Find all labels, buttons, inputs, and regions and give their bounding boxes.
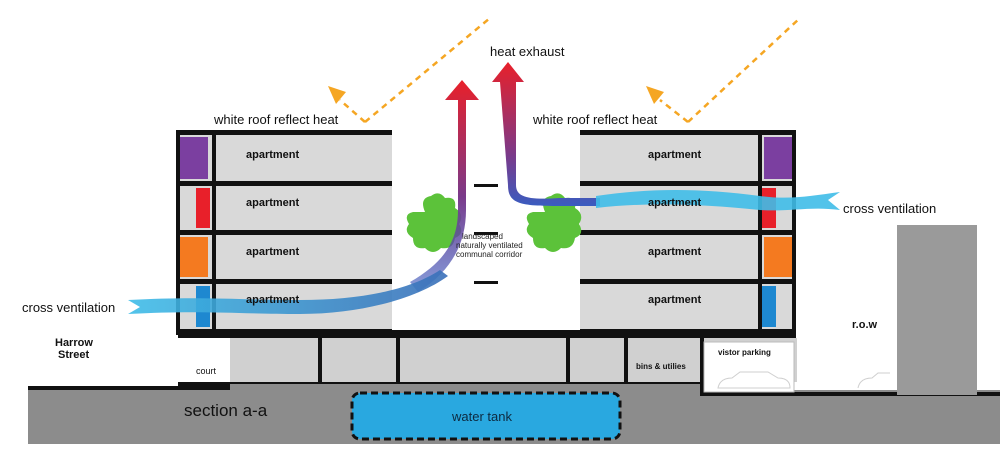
cross-ventilation-arrow-right [596,190,840,211]
apartment-left-3: apartment [246,246,300,258]
corridor-label-3: communal corridor [456,250,523,259]
water-tank-label: water tank [451,409,512,424]
bins-label: bins & utilies [636,362,686,371]
tree-icon [406,193,462,252]
car-icon [717,371,890,389]
reflect-heat-left [339,17,491,123]
arrow-head-icon [646,86,664,104]
street-label-2: Street [58,349,90,361]
panel-purple-right [764,137,792,179]
row-building [897,225,977,395]
apartment-left-4: apartment [246,294,300,306]
corridor-label-2: naturally ventilated [456,241,523,250]
visitor-parking-label: vistor parking [718,348,771,357]
corridor-label-1: landscaped [462,232,503,241]
panel-blue-right [762,286,776,327]
cross-ventilation-right-label: cross ventilation [843,201,936,216]
ground-slab [178,330,796,338]
heat-exhaust-arrow-left [410,80,479,292]
reflect-heat-right [659,17,801,123]
apartment-left-1: apartment [246,149,300,161]
apartment-right-3: apartment [648,246,702,258]
water-tank [350,391,622,441]
apartment-left-2: apartment [246,197,300,209]
apartment-right-2: apartment [648,197,702,209]
white-roof-right-label: white roof reflect heat [532,112,658,127]
cross-ventilation-left-label: cross ventilation [22,300,115,315]
street-label-1: Harrow [55,337,93,349]
heat-exhaust-label: heat exhaust [490,44,565,59]
cross-ventilation-arrow-left [128,270,448,314]
panel-orange-left [180,237,208,277]
section-label: section a-a [184,401,268,420]
white-roof-left-label: white roof reflect heat [213,112,339,127]
court-label: court [196,366,217,376]
right-block [580,130,796,335]
podium [178,338,797,396]
arrow-head-icon [328,86,346,104]
panel-orange-right [764,237,792,277]
tree-icon [526,193,582,252]
apartment-right-1: apartment [648,149,702,161]
row-label: r.o.w [852,319,878,331]
heat-exhaust-arrow-right [492,62,600,206]
apartment-right-4: apartment [648,294,702,306]
panel-purple-left [180,137,208,179]
panel-red-left [196,188,210,228]
